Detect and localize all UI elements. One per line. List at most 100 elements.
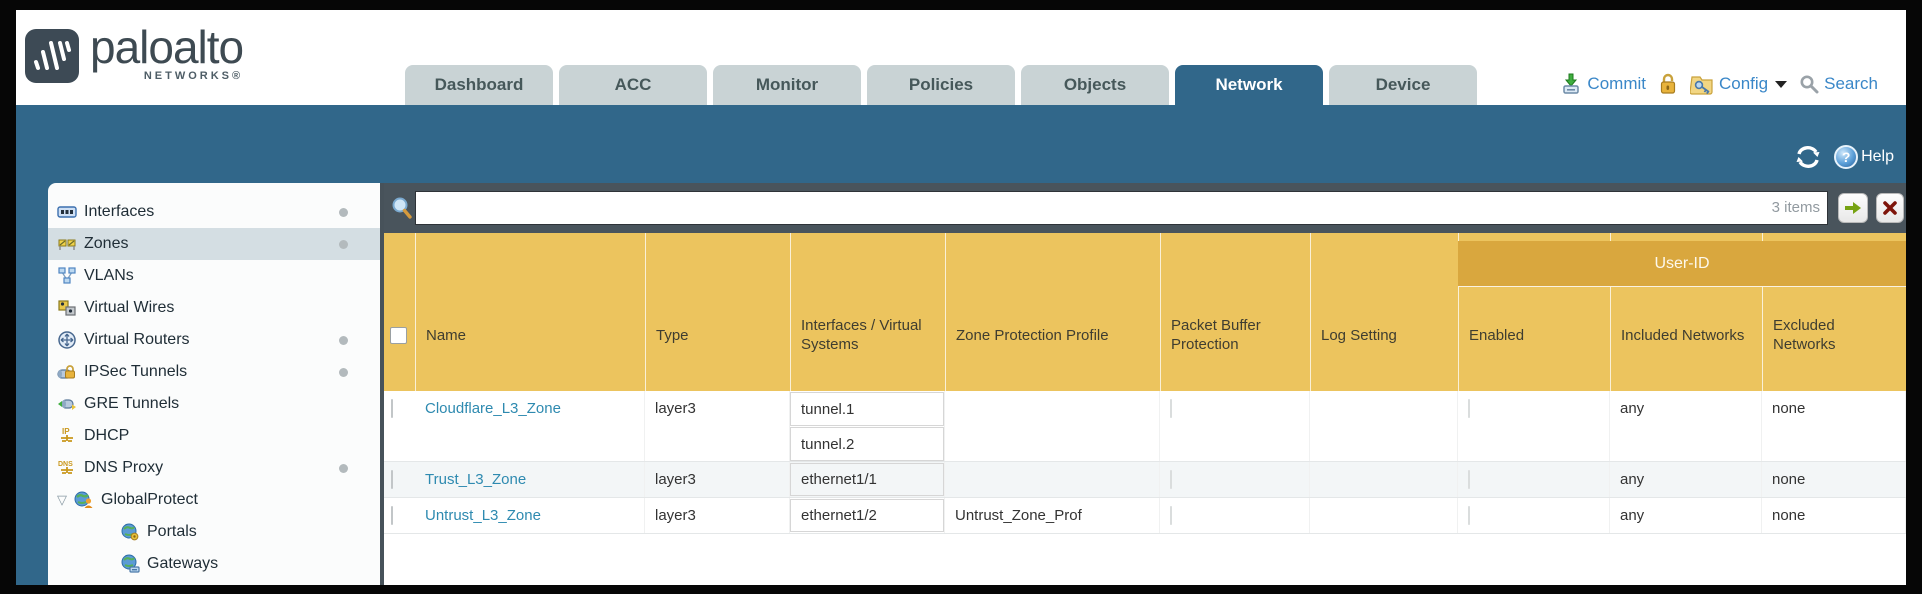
- gre-tunnels-icon: [58, 399, 76, 410]
- apply-filter-button[interactable]: [1838, 193, 1868, 223]
- sidebar-item-label: Virtual Wires: [84, 299, 175, 316]
- table-row[interactable]: Untrust_L3_Zone layer3 ethernet1/2 Untru…: [384, 498, 1906, 534]
- user-id-group-header: User-ID: [1458, 241, 1906, 287]
- brand-text: paloalto NETWORKS®: [90, 18, 244, 82]
- log-setting: [1310, 498, 1458, 533]
- tab-objects[interactable]: Objects: [1021, 65, 1169, 105]
- user-id-enabled-checkbox[interactable]: [1468, 399, 1470, 418]
- zone-interfaces: ethernet1/1: [790, 462, 945, 497]
- sidebar-item-dns-proxy[interactable]: DNS DNS Proxy: [48, 452, 380, 484]
- search-icon: [1800, 75, 1819, 94]
- sidebar-splitter[interactable]: [380, 183, 384, 585]
- lock-icon[interactable]: [1658, 73, 1678, 95]
- zone-protection-profile: Untrust_Zone_Prof: [945, 498, 1160, 533]
- status-dot: [339, 336, 348, 345]
- caret-down-icon: [1775, 80, 1788, 88]
- app-content: paloalto NETWORKS® Dashboard ACC Monitor…: [16, 10, 1906, 585]
- config-key-icon: [1689, 76, 1713, 95]
- status-dot: [339, 368, 348, 377]
- sidebar-item-ipsec-tunnels[interactable]: IPSec Tunnels: [48, 356, 380, 388]
- tab-monitor[interactable]: Monitor: [713, 65, 861, 105]
- svg-text:IP: IP: [62, 427, 70, 436]
- user-id-enabled-checkbox[interactable]: [1468, 470, 1470, 489]
- packet-buffer-protection-checkbox[interactable]: [1170, 470, 1172, 489]
- user-id-enabled-checkbox[interactable]: [1468, 506, 1470, 525]
- sidebar-item-gre-tunnels[interactable]: GRE Tunnels: [48, 388, 380, 420]
- main-panel: 3 items Name Type Interfaces / Virtual S…: [384, 183, 1906, 585]
- tab-acc[interactable]: ACC: [559, 65, 707, 105]
- sidebar-item-gateways[interactable]: Gateways: [48, 548, 380, 580]
- included-networks: any: [1610, 391, 1762, 461]
- config-dropdown[interactable]: Config: [1689, 73, 1788, 95]
- zone-type: layer3: [645, 498, 790, 533]
- sidebar-item-interfaces[interactable]: Interfaces: [48, 196, 380, 228]
- svg-text:DNS: DNS: [58, 461, 73, 468]
- sidebar-item-zones[interactable]: Zones: [48, 228, 380, 260]
- select-all-cell: [384, 233, 415, 391]
- sidebar-item-virtual-wires[interactable]: Virtual Wires: [48, 292, 380, 324]
- zone-interfaces: tunnel.1 tunnel.2: [790, 391, 945, 461]
- status-dot: [339, 208, 348, 217]
- commit-button[interactable]: Commit: [1560, 73, 1646, 95]
- tab-network[interactable]: Network: [1175, 65, 1323, 105]
- log-setting: [1310, 462, 1458, 497]
- packet-buffer-protection-checkbox[interactable]: [1170, 399, 1172, 418]
- tab-dashboard[interactable]: Dashboard: [405, 65, 553, 105]
- col-header-packet-buffer-protection[interactable]: Packet Buffer Protection: [1160, 233, 1310, 391]
- row-checkbox[interactable]: [391, 470, 393, 489]
- main-tabs: Dashboard ACC Monitor Policies Objects N…: [405, 65, 1477, 105]
- top-header: paloalto NETWORKS® Dashboard ACC Monitor…: [16, 10, 1906, 105]
- col-header-type[interactable]: Type: [645, 233, 790, 391]
- row-checkbox[interactable]: [391, 399, 393, 418]
- sidebar-item-dhcp[interactable]: IP DHCP: [48, 420, 380, 452]
- help-button[interactable]: ? Help: [1834, 145, 1894, 169]
- search-button[interactable]: Search: [1799, 74, 1878, 94]
- ipsec-tunnels-icon: [57, 365, 75, 379]
- sidebar-item-label: GlobalProtect: [101, 491, 198, 508]
- packet-buffer-protection-checkbox[interactable]: [1170, 506, 1172, 525]
- col-header-excluded-networks[interactable]: Excluded Networks: [1762, 233, 1906, 391]
- network-sidebar: Interfaces Zones VLANs: [48, 183, 380, 585]
- excluded-networks: none: [1762, 498, 1906, 533]
- zone-name-link[interactable]: Cloudflare_L3_Zone: [425, 400, 561, 417]
- sidebar-item-label: Zones: [84, 235, 129, 252]
- sidebar-item-virtual-routers[interactable]: Virtual Routers: [48, 324, 380, 356]
- filter-input[interactable]: [415, 191, 1828, 225]
- zone-name-link[interactable]: Trust_L3_Zone: [425, 471, 527, 488]
- col-header-zone-protection-profile[interactable]: Zone Protection Profile: [945, 233, 1160, 391]
- clear-filter-button[interactable]: [1876, 193, 1904, 223]
- refresh-icon[interactable]: [1794, 144, 1822, 170]
- table-row[interactable]: Trust_L3_Zone layer3 ethernet1/1 any non…: [384, 462, 1906, 498]
- interface-entry: ethernet1/1: [790, 463, 944, 496]
- sidebar-item-label: DNS Proxy: [84, 459, 164, 476]
- included-networks: any: [1610, 462, 1762, 497]
- row-checkbox[interactable]: [391, 506, 393, 525]
- paloalto-waveform-icon: [25, 29, 79, 83]
- expander-triangle-icon[interactable]: ▽: [57, 492, 67, 507]
- col-header-interfaces[interactable]: Interfaces / Virtual Systems: [790, 233, 945, 391]
- col-header-enabled[interactable]: Enabled: [1458, 233, 1610, 391]
- status-dot: [339, 464, 348, 473]
- zone-type: layer3: [645, 462, 790, 497]
- filter-magnifier-icon: [392, 197, 412, 219]
- status-dot: [339, 240, 348, 249]
- virtual-wires-icon: [58, 300, 76, 316]
- tab-device[interactable]: Device: [1329, 65, 1477, 105]
- commit-download-icon: [1563, 73, 1580, 94]
- zone-name-link[interactable]: Untrust_L3_Zone: [425, 507, 541, 524]
- sidebar-item-label: DHCP: [84, 427, 130, 444]
- sidebar-item-globalprotect[interactable]: ▽ GlobalProtect: [48, 484, 380, 516]
- interface-entry: ethernet1/2: [790, 499, 944, 532]
- sidebar-item-vlans[interactable]: VLANs: [48, 260, 380, 292]
- red-x-icon: [1883, 201, 1897, 215]
- table-row[interactable]: Cloudflare_L3_Zone layer3 tunnel.1 tunne…: [384, 391, 1906, 462]
- col-header-name[interactable]: Name: [415, 233, 645, 391]
- select-all-checkbox[interactable]: [390, 326, 407, 344]
- tab-policies[interactable]: Policies: [867, 65, 1015, 105]
- col-header-log-setting[interactable]: Log Setting: [1310, 233, 1458, 391]
- col-header-included-networks[interactable]: Included Networks: [1610, 233, 1762, 391]
- interfaces-icon: [57, 206, 77, 218]
- sidebar-item-portals[interactable]: Portals: [48, 516, 380, 548]
- globalprotect-icon: [74, 491, 93, 508]
